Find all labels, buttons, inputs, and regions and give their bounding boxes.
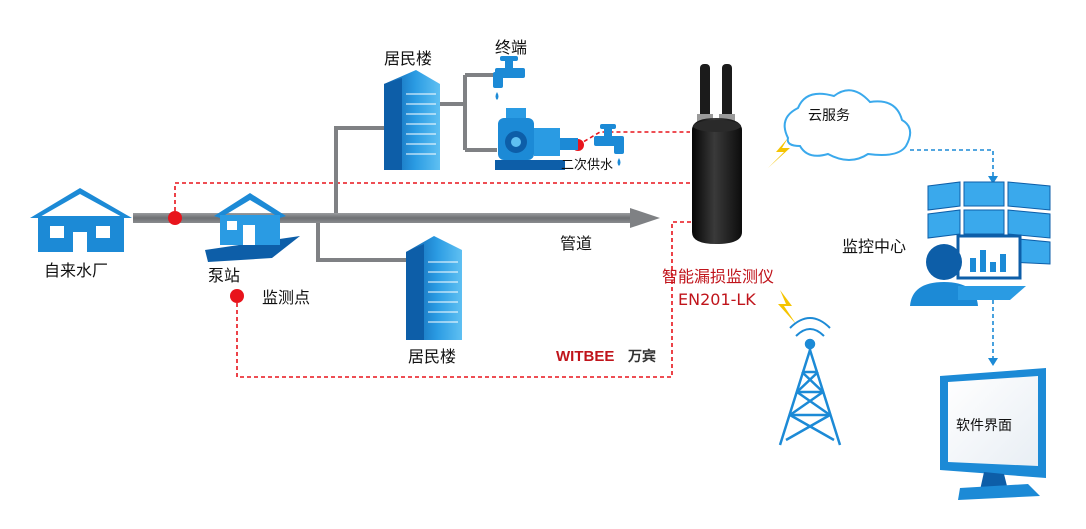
- monitor-center-label: 监控中心: [842, 237, 906, 256]
- terminal-label: 终端: [495, 38, 527, 57]
- brand-name: WITBEE: [556, 348, 614, 365]
- residential-top-label: 居民楼: [384, 49, 432, 68]
- device-name-label: 智能漏损监测仪: [662, 267, 774, 286]
- branch-pipes: [316, 73, 497, 262]
- pump-station-icon: [205, 193, 300, 262]
- link-secondary-to-device: [577, 131, 690, 146]
- waterworks-house-icon: [30, 188, 132, 252]
- faucet-icon: [493, 56, 525, 100]
- residential-building-icon: [406, 236, 462, 340]
- software-monitor-icon: [940, 368, 1046, 500]
- monitor-center-icon: [910, 181, 1051, 306]
- secondary-supply-label: 二次供水: [561, 157, 613, 173]
- cloud-service-label: 云服务: [808, 108, 850, 124]
- wireless-signal-icon: [778, 290, 796, 324]
- brand-logo: WITBEE 万宾: [556, 348, 656, 365]
- residential-building-icon: [384, 70, 440, 170]
- wireless-signal-icon: [768, 138, 790, 168]
- pipe-arrow-icon: [630, 208, 660, 228]
- main-pipe: [133, 213, 633, 223]
- faucet-icon: [594, 124, 624, 166]
- device-model-label: EN201-LK: [678, 290, 756, 309]
- data-links: [910, 149, 994, 358]
- water-pump-icon: [495, 108, 578, 170]
- software-ui-label: 软件界面: [956, 418, 1012, 434]
- pump-station-label: 泵站: [208, 266, 240, 285]
- pipeline-label: 管道: [560, 234, 592, 253]
- arrow-down-icon: [988, 358, 998, 366]
- arrow-down-icon: [988, 176, 998, 184]
- monitoring-links: [174, 131, 692, 378]
- residential-bottom-label: 居民楼: [408, 347, 456, 366]
- leak-monitor-device: [692, 64, 742, 244]
- link-pipe-to-device: [174, 182, 690, 218]
- pipe-monitor-point: [168, 211, 182, 225]
- monitor-point-dot: [230, 289, 244, 303]
- monitor-point-label: 监测点: [262, 288, 310, 307]
- waterworks-label: 自来水厂: [44, 261, 108, 280]
- communication-tower-icon: [778, 317, 842, 446]
- brand-suffix: 万宾: [627, 348, 656, 365]
- cloud-icon: [783, 89, 912, 161]
